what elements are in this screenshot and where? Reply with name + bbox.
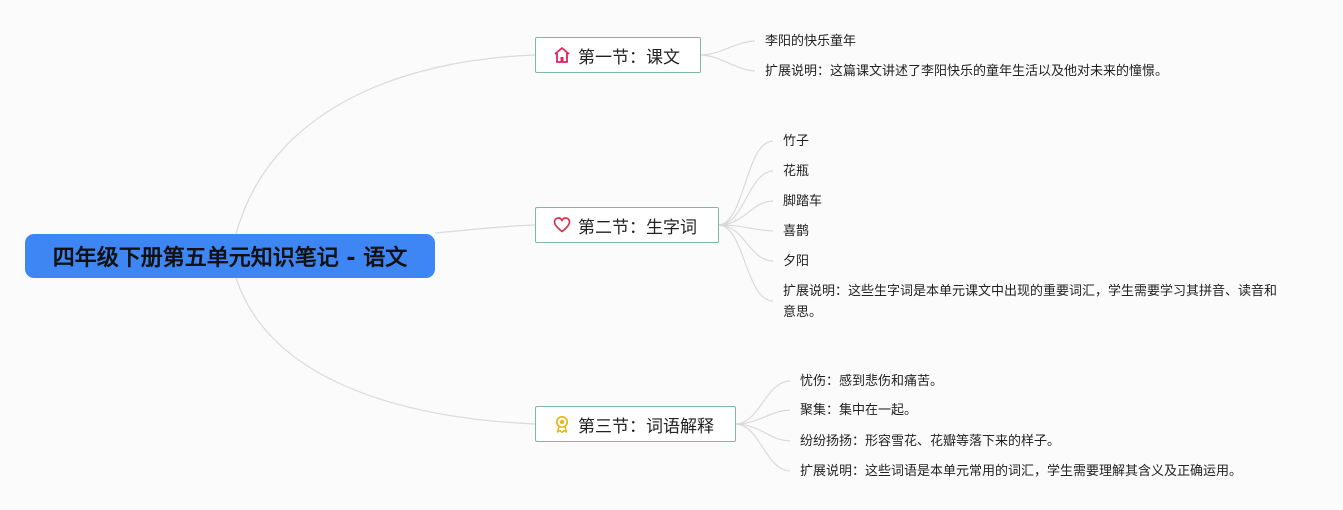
connector-root-section-3	[235, 277, 536, 425]
connector-s3-leaf-3	[734, 423, 791, 442]
section-1-node[interactable]: 第一节：课文	[535, 37, 701, 73]
connector-s2-leaf-2	[717, 170, 774, 226]
section-2-item-2[interactable]: 花瓶	[783, 164, 810, 179]
section-3-item-3[interactable]: 纷纷扬扬：形容雪花、花瓣等落下来的样子。	[800, 434, 1061, 449]
section-3-item-4[interactable]: 扩展说明：这些词语是本单元常用的词汇，学生需要理解其含义及正确运用。	[800, 464, 1243, 479]
section-2-item-6[interactable]: 扩展说明：这些生字词是本单元课文中出现的重要词汇，学生需要学习其拼音、读音和意思…	[783, 284, 1278, 320]
connector-s1-leaf-1	[699, 40, 756, 56]
section-3-node[interactable]: 第三节：词语解释	[535, 406, 736, 442]
section-1-item-1[interactable]: 李阳的快乐童年	[765, 34, 857, 49]
connector-s3-leaf-1	[734, 380, 791, 425]
root-topic[interactable]: 四年级下册第五单元知识笔记 - 语文	[25, 234, 435, 278]
section-2-item-1[interactable]: 竹子	[783, 134, 810, 149]
connector-root-section-2	[434, 224, 536, 234]
section-2-item-5[interactable]: 夕阳	[783, 254, 810, 269]
connector-s2-leaf-6	[717, 224, 774, 302]
section-3-item-1[interactable]: 忧伤：感到悲伤和痛苦。	[800, 374, 944, 389]
section-3-item-2[interactable]: 聚集：集中在一起。	[800, 403, 918, 418]
section-2-item-4[interactable]: 喜鹊	[783, 224, 810, 239]
connector-s3-leaf-4	[734, 423, 791, 472]
award-ribbon-icon	[552, 414, 572, 434]
root-topic-title: 四年级下册第五单元知识笔记 - 语文	[52, 246, 408, 271]
section-2-item-3[interactable]: 脚踏车	[783, 194, 823, 209]
connector-s2-leaf-5	[717, 224, 774, 262]
section-1-label: 第一节：课文	[578, 47, 680, 68]
home-icon	[552, 45, 572, 65]
section-1-item-2[interactable]: 扩展说明：这篇课文讲述了李阳快乐的童年生活以及他对未来的憧憬。	[765, 64, 1169, 79]
heart-icon	[552, 215, 572, 235]
section-2-node[interactable]: 第二节：生字词	[535, 207, 719, 243]
connector-s3-leaf-2	[734, 409, 791, 425]
connector-s1-leaf-2	[699, 54, 756, 72]
connector-root-section-1	[235, 54, 536, 235]
connector-s2-leaf-3	[717, 200, 774, 226]
section-3-label: 第三节：词语解释	[578, 416, 714, 437]
connector-s2-leaf-1	[717, 140, 774, 226]
section-2-label: 第二节：生字词	[578, 217, 697, 238]
